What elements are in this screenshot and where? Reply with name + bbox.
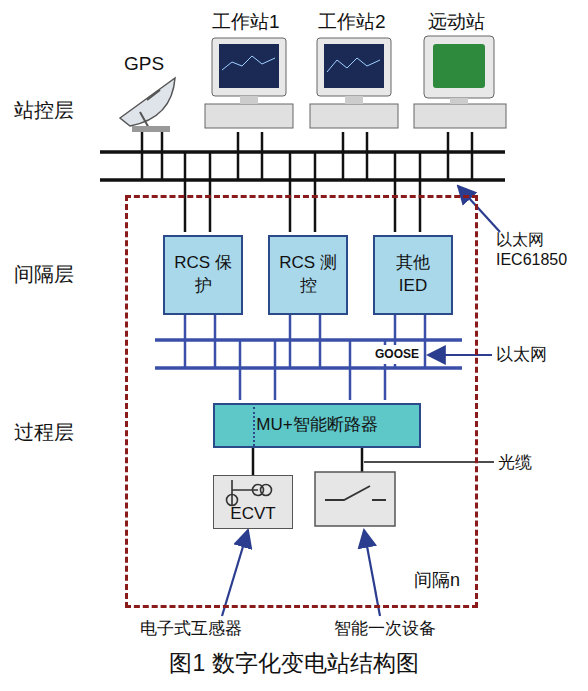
drawing-part (147, 90, 160, 100)
drawing-part (310, 104, 398, 128)
drawing-part (324, 44, 384, 88)
remote-terminal (414, 36, 506, 128)
figure-caption: 图1 数字化变电站结构图 (0, 648, 588, 679)
drawing-part (458, 186, 500, 232)
box-label: RCS 保护 (169, 252, 237, 298)
fibre-line (361, 445, 364, 472)
box-label: MU+智能断路器 (252, 414, 381, 437)
drawing-part (317, 38, 391, 96)
ied-box: 其他 IED (373, 235, 453, 315)
text-label: 工作站2 (318, 10, 386, 34)
process-bus (155, 340, 462, 368)
internal-divider (253, 407, 255, 446)
drawing-part (205, 104, 293, 128)
drawing-part (219, 44, 279, 88)
merging-unit-box: MU+智能断路器 (213, 403, 421, 448)
ied-box: RCS 测控 (268, 235, 348, 315)
drawing-part (100, 150, 505, 154)
switch-symbol (315, 472, 395, 526)
connector-line (252, 448, 255, 475)
drawing-part (120, 78, 175, 126)
text-label: 光缆 (498, 452, 532, 473)
drawing-part (366, 132, 369, 180)
drawing-part (132, 126, 170, 132)
text-label: GPS (124, 52, 164, 76)
box-label: RCS 测控 (274, 252, 342, 298)
workstation-1 (205, 38, 293, 128)
drawing-part (314, 152, 317, 232)
text-label: 以太网 (496, 344, 547, 365)
drawing-part (471, 132, 474, 180)
text-label: 工作站1 (212, 10, 280, 34)
drawing-part (447, 132, 450, 180)
transformer-box: ECVT (213, 475, 293, 529)
drawing-part (155, 366, 462, 370)
drawing-part (342, 132, 345, 180)
drawing-part (424, 36, 494, 98)
drawing-part (240, 96, 258, 104)
text-label: 过程层 (14, 420, 74, 445)
drawing-part (212, 38, 286, 96)
drawing-part (209, 152, 212, 232)
drawing-part (349, 340, 352, 400)
drawing-part (419, 152, 422, 232)
drawing-part (141, 128, 144, 180)
drawing-part (155, 338, 462, 342)
drawing-part (394, 152, 397, 232)
leader-line (364, 461, 494, 463)
text-label: 电子式互感器 (140, 618, 242, 639)
text-label: 间隔层 (14, 262, 74, 287)
drawing-part (161, 128, 164, 180)
bay-region: 间隔n RCS 保护 RCS 测控其他 IED MU+智能断路器 ECVT (125, 195, 478, 608)
drawing-part (261, 132, 264, 180)
drawing-part (450, 98, 468, 104)
drawing-part (327, 58, 380, 72)
drawing-part (237, 132, 240, 180)
box-label: ECVT (228, 503, 277, 528)
drawing-part (345, 96, 363, 104)
workstation-2 (310, 38, 398, 128)
drawing-part (428, 354, 492, 356)
ied-box: RCS 保护 (163, 235, 243, 315)
drawing-part (414, 104, 506, 128)
text-label: 以太网 IEC61850 (496, 230, 582, 270)
drawing-part (364, 530, 380, 616)
drawing-part (315, 472, 395, 526)
drawing-part (222, 56, 275, 70)
text-label: 站控层 (14, 98, 74, 123)
box-label: 其他 IED (379, 252, 447, 298)
drawing-part (184, 152, 187, 232)
text-label: 远动站 (428, 10, 485, 34)
drawing-part (433, 44, 485, 88)
station-bus (100, 152, 505, 180)
drawing-part (239, 340, 242, 400)
text-label: 智能一次设备 (334, 618, 436, 639)
text-label: GOOSE (375, 347, 419, 362)
drawing-part (274, 340, 277, 400)
transformer-symbol (214, 478, 290, 508)
process-drops (185, 312, 425, 400)
region-label: 间隔n (410, 568, 464, 592)
gps-dish (120, 78, 175, 132)
drawing-part (222, 530, 248, 616)
drawing-part (325, 486, 386, 500)
leader-arrows (222, 186, 500, 616)
drawing-part (289, 152, 292, 232)
label-patch (372, 345, 422, 364)
drawing-part (100, 178, 505, 182)
